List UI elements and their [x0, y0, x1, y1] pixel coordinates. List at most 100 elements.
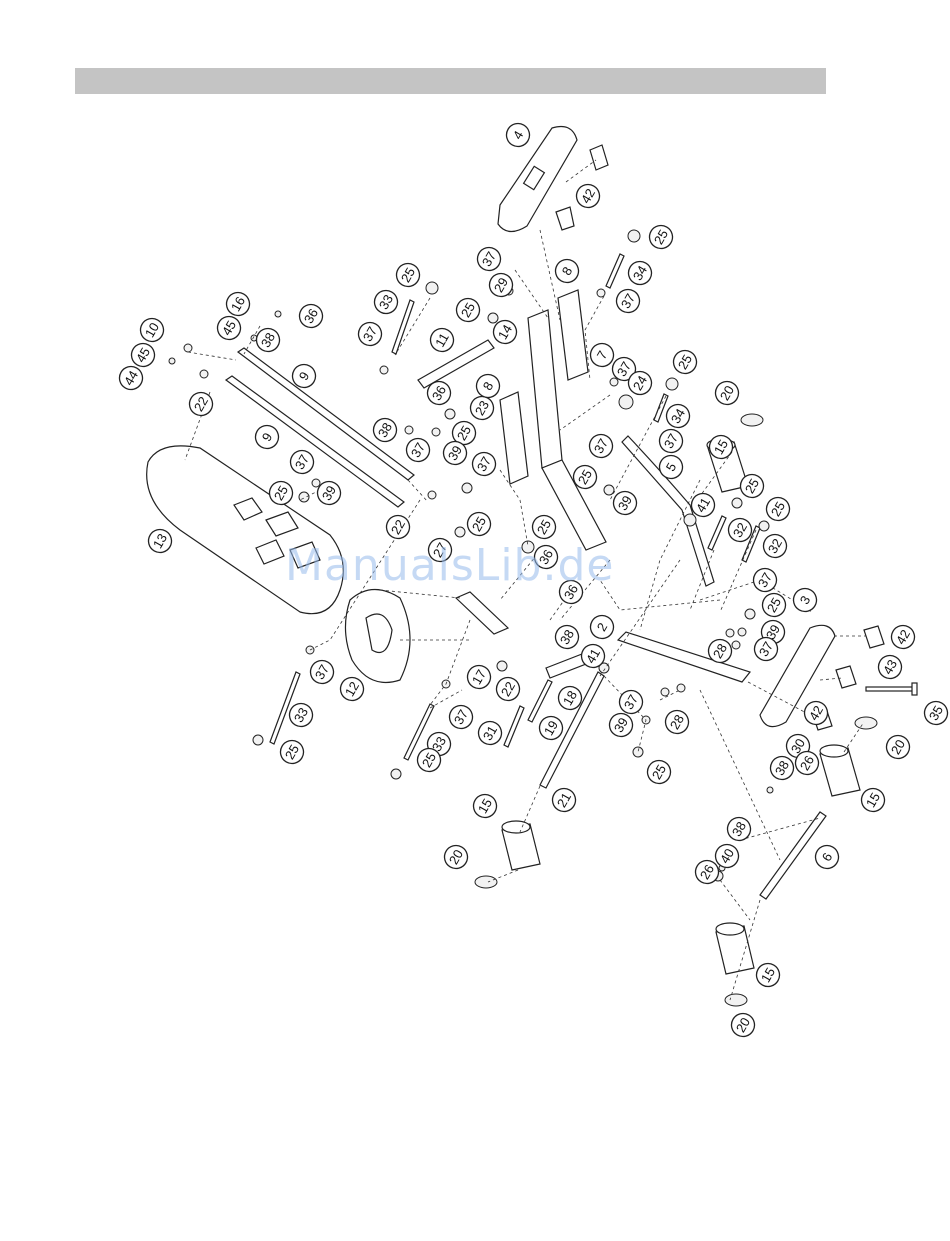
callout-31: 31	[477, 720, 503, 746]
callout-circle	[792, 587, 818, 613]
callout-circle	[429, 327, 455, 353]
callout-37: 37	[357, 321, 383, 347]
callout-circle	[794, 750, 820, 776]
callout-label: 36	[536, 547, 556, 567]
callout-circle	[279, 739, 305, 765]
part-9-rails	[224, 347, 415, 508]
callout-label: 39	[615, 493, 635, 513]
callout-circle	[877, 654, 903, 680]
callout-circle	[495, 676, 521, 702]
callout-20: 20	[730, 1012, 756, 1038]
callout-29: 29	[488, 272, 514, 298]
callout-label: 25	[419, 750, 439, 770]
part-17-slider	[454, 591, 510, 635]
callout-25: 25	[672, 349, 698, 375]
callout-label: 21	[554, 790, 574, 810]
callout-36: 36	[533, 544, 559, 570]
callout-label: 15	[711, 437, 731, 457]
part-8-plates	[499, 289, 589, 485]
part-13-backrest	[146, 445, 344, 615]
callout-label: 25	[271, 483, 291, 503]
callout-14: 14	[492, 319, 518, 345]
callout-label: 43	[880, 657, 900, 677]
callout-circle	[443, 844, 469, 870]
callout-42: 42	[575, 183, 601, 209]
callout-45: 45	[216, 315, 242, 341]
callout-circle	[477, 720, 503, 746]
callout-38: 38	[255, 327, 281, 353]
callout-circle	[448, 704, 474, 730]
callout-label: 20	[888, 737, 908, 757]
callout-25: 25	[531, 514, 557, 540]
callout-circle	[730, 1012, 756, 1038]
callout-circle	[139, 317, 165, 343]
callout-label: 25	[649, 762, 669, 782]
callout-label: 28	[667, 712, 687, 732]
callout-circle	[714, 843, 740, 869]
callout-label: 31	[480, 723, 500, 743]
callout-circle	[268, 480, 294, 506]
callout-45: 45	[130, 342, 156, 368]
callout-25: 25	[451, 420, 477, 446]
callout-circle	[373, 289, 399, 315]
callout-label: 45	[219, 318, 239, 338]
callout-circle	[803, 700, 829, 726]
callout-37: 37	[448, 704, 474, 730]
callout-circle	[690, 492, 716, 518]
callout-label: 18	[560, 688, 580, 708]
part-34-bolts	[605, 253, 669, 423]
callout-label: 38	[557, 627, 577, 647]
callout-label: 37	[292, 452, 312, 472]
callout-label: 33	[376, 292, 396, 312]
callout-20: 20	[443, 844, 469, 870]
callout-25: 25	[648, 224, 674, 250]
callout-label: 23	[472, 398, 492, 418]
callout-circle	[575, 183, 601, 209]
callout-circle	[714, 380, 740, 406]
callout-label: 34	[630, 263, 650, 283]
callout-label: 15	[863, 790, 883, 810]
callout-circle	[648, 224, 674, 250]
callout-circle	[289, 449, 315, 475]
callout-label: 24	[630, 373, 650, 393]
callout-10: 10	[139, 317, 165, 343]
callout-circle	[589, 342, 615, 368]
callout-label: 42	[893, 627, 913, 647]
callout-circle	[761, 592, 787, 618]
callout-label: 15	[475, 796, 495, 816]
callout-circle	[216, 315, 242, 341]
callout-33: 33	[373, 289, 399, 315]
callout-label: 44	[121, 368, 141, 388]
callout-25: 25	[466, 511, 492, 537]
callout-circle	[727, 517, 753, 543]
part-42-bracket-top	[555, 144, 609, 231]
callout-circle	[339, 676, 365, 702]
callout-15: 15	[708, 434, 734, 460]
callout-circle	[658, 428, 684, 454]
callout-label: 41	[693, 495, 713, 515]
callout-circle	[558, 579, 584, 605]
callout-label: 25	[458, 300, 478, 320]
callout-22: 22	[495, 676, 521, 702]
callout-label: 39	[445, 443, 465, 463]
callout-circle	[762, 533, 788, 559]
callout-30: 30	[785, 733, 811, 759]
callout-circle	[658, 454, 684, 480]
callout-circle	[589, 614, 615, 640]
callout-circle	[385, 514, 411, 540]
callout-label: 37	[614, 359, 634, 379]
callout-25: 25	[416, 747, 442, 773]
callout-circle	[466, 511, 492, 537]
callout-label: 36	[429, 383, 449, 403]
callout-label: 45	[133, 345, 153, 365]
callout-circle	[753, 636, 779, 662]
callout-18: 18	[557, 685, 583, 711]
callout-circle	[615, 288, 641, 314]
callout-circle	[923, 700, 949, 726]
callout-circle	[694, 859, 720, 885]
callout-38: 38	[554, 624, 580, 650]
callout-label: 25	[398, 265, 418, 285]
callout-circle	[557, 685, 583, 711]
